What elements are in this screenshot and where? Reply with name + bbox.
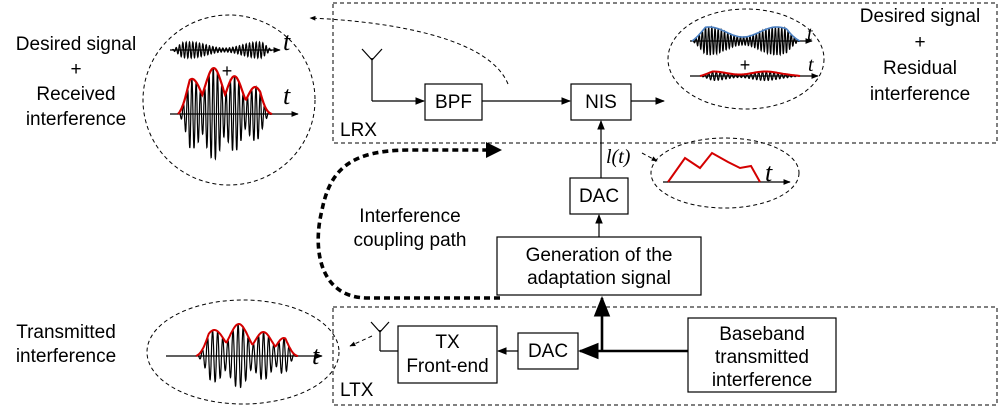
bpf-block[interactable]	[424, 83, 483, 121]
lrx-region	[332, 2, 998, 144]
residual-desired-t-label: t	[807, 23, 813, 45]
coupling-label-1: Interference	[359, 206, 460, 227]
tx-antenna-icon	[370, 321, 390, 351]
rx-antenna-icon	[361, 48, 383, 101]
adaptation-t-label: t	[765, 158, 773, 187]
nis-block[interactable]	[570, 83, 632, 121]
tx-to-ellipse-arrow	[349, 335, 373, 347]
ltx-label: LTX	[340, 380, 374, 401]
received-signal-ellipse	[142, 14, 316, 186]
transmitted-t-label: t	[312, 341, 320, 370]
dac-bottom-block[interactable]	[517, 332, 579, 370]
nis-label: NIS	[585, 92, 617, 113]
coupling-label-2: coupling path	[353, 230, 466, 251]
rx-to-ellipse-arrow	[309, 15, 509, 85]
residual-desired-envelope	[691, 26, 801, 42]
transmitted-label-1: Transmitted	[16, 322, 116, 343]
l-to-ellipse-arrow	[641, 152, 658, 162]
adaptation-envelope	[667, 151, 761, 183]
dac-top-label: DAC	[579, 186, 619, 207]
dac-bottom-label: DAC	[528, 341, 568, 362]
transmitted-envelope	[195, 323, 299, 357]
ltx-region	[332, 306, 998, 406]
residual-desired-wave	[691, 25, 801, 57]
received-plus: +	[222, 61, 233, 81]
transmitted-signal-ellipse	[146, 299, 340, 405]
received-desired-wave	[171, 40, 273, 60]
tx-label-1: TX	[435, 332, 460, 353]
baseband-block[interactable]	[687, 317, 837, 393]
received-interference-t-label: t	[283, 81, 291, 110]
right-label-1: Desired signal	[860, 6, 980, 27]
received-interference-envelope	[177, 67, 273, 116]
baseband-label-3: interference	[712, 370, 812, 391]
adaptation-signal-ellipse	[650, 137, 800, 209]
right-label-2: +	[914, 32, 925, 53]
coupling-arrowhead	[486, 142, 502, 158]
residual-signal-ellipse	[667, 8, 825, 110]
left-label-4: interference	[26, 109, 126, 130]
left-label-2: +	[70, 59, 81, 80]
bpf-label: BPF	[435, 92, 472, 113]
generation-label-2: adaptation signal	[527, 268, 671, 289]
baseband-label-1: Baseband	[719, 324, 805, 345]
residual-plus: +	[740, 55, 751, 75]
left-label-3: Received	[36, 84, 115, 105]
dac-top-block[interactable]	[569, 177, 629, 215]
transmitted-wave	[195, 323, 299, 389]
transmitted-label-2: interference	[16, 346, 116, 367]
right-label-3: Residual	[883, 58, 957, 79]
right-label-4: interference	[870, 84, 970, 105]
adaptation-symbol: l(t)	[606, 146, 631, 168]
tx-frontend-block[interactable]	[397, 325, 498, 384]
lrx-label: LRX	[340, 120, 377, 141]
received-desired-t-label: t	[283, 27, 291, 56]
coupling-path	[316, 148, 500, 300]
generation-label-1: Generation of the	[526, 245, 673, 266]
tx-label-2: Front-end	[406, 356, 488, 377]
residual-interference-envelope	[699, 70, 801, 77]
residual-interference-t-label: t	[808, 54, 814, 76]
left-label-1: Desired signal	[16, 34, 136, 55]
received-interference-wave	[177, 68, 273, 161]
baseband-label-2: transmitted	[715, 347, 809, 368]
generation-block[interactable]	[496, 236, 702, 296]
